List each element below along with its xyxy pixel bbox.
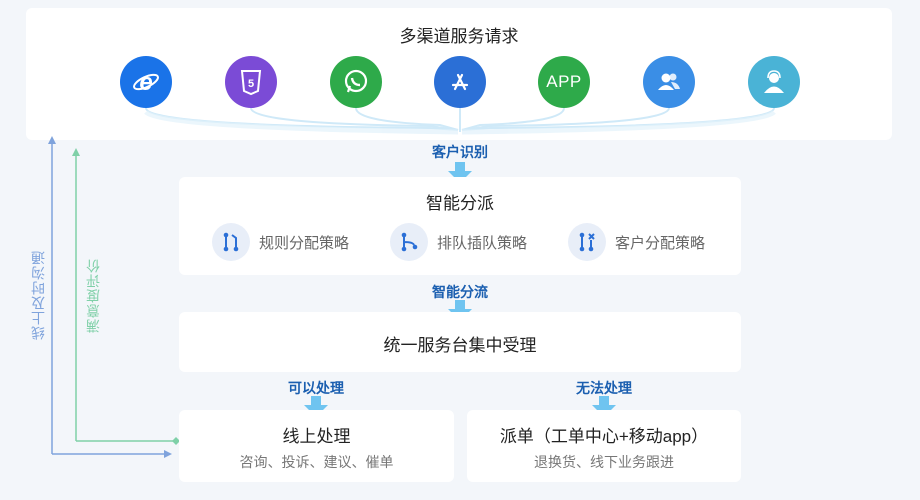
step-identify-label: 客户识别: [432, 144, 488, 160]
strategy-rule-label: 规则分配策略: [259, 234, 350, 252]
svg-text:e: e: [139, 69, 152, 96]
ie-browser-icon[interactable]: e: [120, 56, 172, 108]
strategy-rule: 规则分配策略: [212, 223, 349, 261]
ticket-dispatch-subtitle: 退换货、线下业务跟进: [534, 454, 674, 470]
online-handling-subtitle: 咨询、投诉、建议、催单: [239, 454, 394, 470]
dispatch-title: 智能分派: [426, 194, 494, 213]
agent-icon[interactable]: [748, 56, 800, 108]
strategy-customer-label: 客户分配策略: [615, 234, 706, 252]
satisfaction-label: 满意度评价: [85, 258, 101, 333]
strategy-customer: 客户分配策略: [568, 223, 705, 261]
strategy-queue-label: 排队插队策略: [437, 234, 528, 252]
arrow-down-icon: [304, 396, 328, 417]
arrow-down-icon: [448, 162, 472, 183]
ticket-dispatch-card: 派单（工单中心+移动app） 退换货、线下业务跟进: [467, 410, 741, 482]
arrow-down-icon: [592, 396, 616, 417]
customer-assign-icon: [568, 223, 606, 261]
service-desk-title: 统一服务台集中受理: [383, 336, 537, 355]
strategy-queue: 排队插队策略: [390, 223, 527, 261]
whatsapp-icon[interactable]: [330, 56, 382, 108]
svg-text:5: 5: [248, 78, 254, 90]
app-badge-label: APP: [546, 72, 582, 91]
online-handling-title: 线上处理: [282, 427, 351, 446]
online-communication-label: 线上及时沟通: [30, 250, 46, 340]
channels-title: 多渠道服务请求: [399, 27, 519, 46]
app-store-icon[interactable]: [434, 56, 486, 108]
rule-branch-icon: [212, 223, 250, 261]
arrow-down-icon: [448, 300, 472, 321]
users-icon[interactable]: [643, 56, 695, 108]
html5-icon[interactable]: 5: [225, 56, 277, 108]
dispatch-card: 智能分派: [179, 177, 741, 275]
ticket-dispatch-title: 派单（工单中心+移动app）: [499, 427, 709, 446]
step-cannot-handle-label: 无法处理: [576, 380, 632, 396]
service-desk-card: 统一服务台集中受理: [179, 312, 741, 372]
step-dispatch-flow-label: 智能分流: [432, 284, 488, 300]
app-badge-icon[interactable]: APP: [538, 56, 590, 108]
step-can-handle-label: 可以处理: [288, 380, 344, 396]
online-handling-card: 线上处理 咨询、投诉、建议、催单: [179, 410, 454, 482]
queue-branch-icon: [390, 223, 428, 261]
